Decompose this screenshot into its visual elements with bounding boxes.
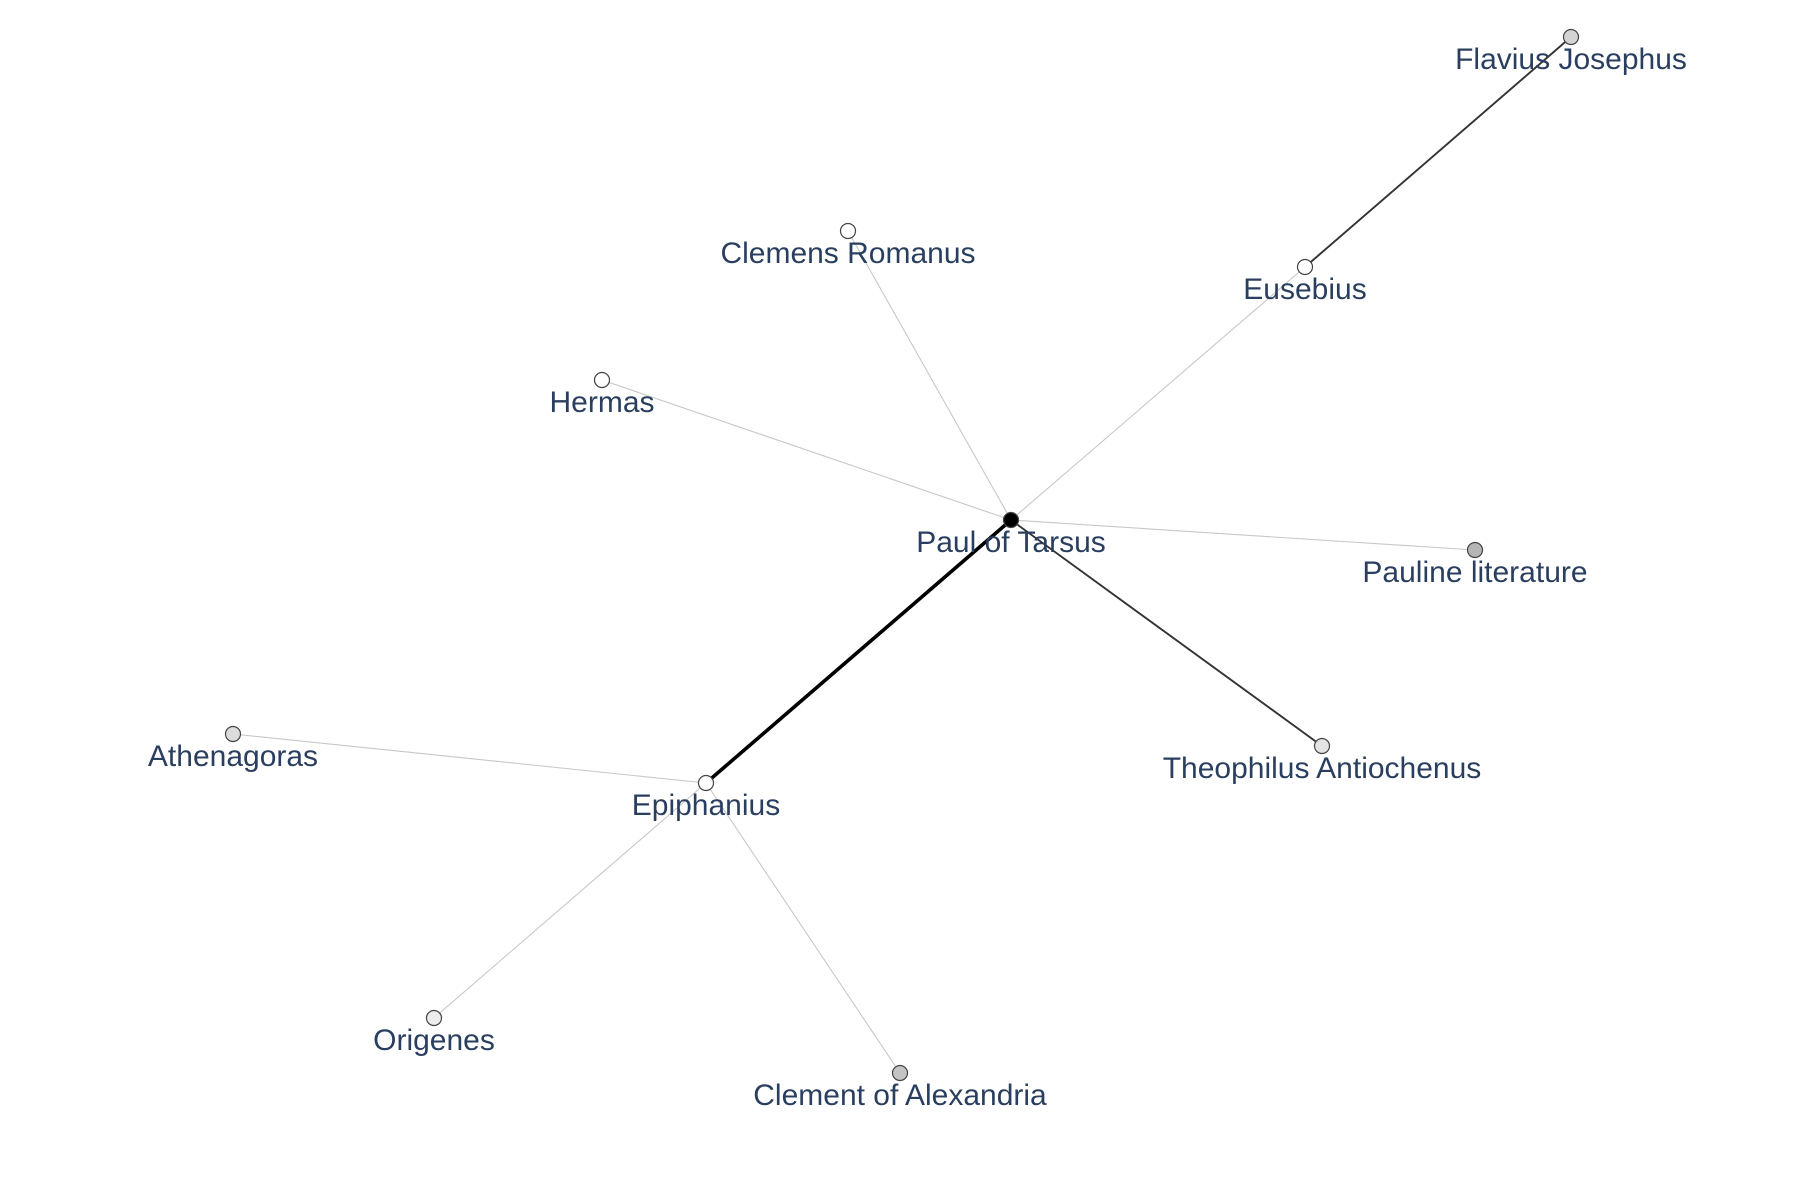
edge-paul-hermas <box>601 379 1012 521</box>
node-label-clemens: Clemens Romanus <box>720 237 975 270</box>
node-label-eusebius: Eusebius <box>1243 273 1366 306</box>
node-theophilus[interactable] <box>1313 737 1331 755</box>
node-label-clement_alex: Clement of Alexandria <box>753 1079 1047 1112</box>
node-label-flavius: Flavius Josephus <box>1455 43 1687 76</box>
edge-paul-theophilus <box>1010 519 1323 747</box>
node-label-athenagoras: Athenagoras <box>148 740 318 773</box>
node-origenes[interactable] <box>425 1009 443 1027</box>
node-label-pauline: Pauline literature <box>1362 556 1587 589</box>
node-paul[interactable] <box>1002 511 1020 529</box>
edge-paul-epiphanius <box>704 518 1013 785</box>
nodes-layer <box>224 28 1580 1082</box>
node-clemens[interactable] <box>839 222 857 240</box>
edge-paul-clemens <box>847 230 1012 521</box>
node-flavius[interactable] <box>1562 28 1580 46</box>
edge-epiphanius-origenes <box>433 782 707 1019</box>
node-epiphanius[interactable] <box>697 774 715 792</box>
node-clement_alex[interactable] <box>891 1064 909 1082</box>
node-label-epiphanius: Epiphanius <box>632 789 780 822</box>
edge-epiphanius-clement_alex <box>705 782 901 1074</box>
edge-paul-pauline <box>1010 519 1476 551</box>
edge-paul-eusebius <box>1010 266 1306 521</box>
node-label-theophilus: Theophilus Antiochenus <box>1163 752 1482 785</box>
edge-eusebius-flavius <box>1304 36 1572 268</box>
node-eusebius[interactable] <box>1296 258 1314 276</box>
node-label-paul: Paul of Tarsus <box>916 526 1106 559</box>
node-pauline[interactable] <box>1466 541 1484 559</box>
node-hermas[interactable] <box>593 371 611 389</box>
node-label-hermas: Hermas <box>549 386 654 419</box>
node-label-origenes: Origenes <box>373 1024 495 1057</box>
edge-epiphanius-athenagoras <box>232 733 707 784</box>
node-athenagoras[interactable] <box>224 725 242 743</box>
edges-layer <box>232 36 1572 1074</box>
